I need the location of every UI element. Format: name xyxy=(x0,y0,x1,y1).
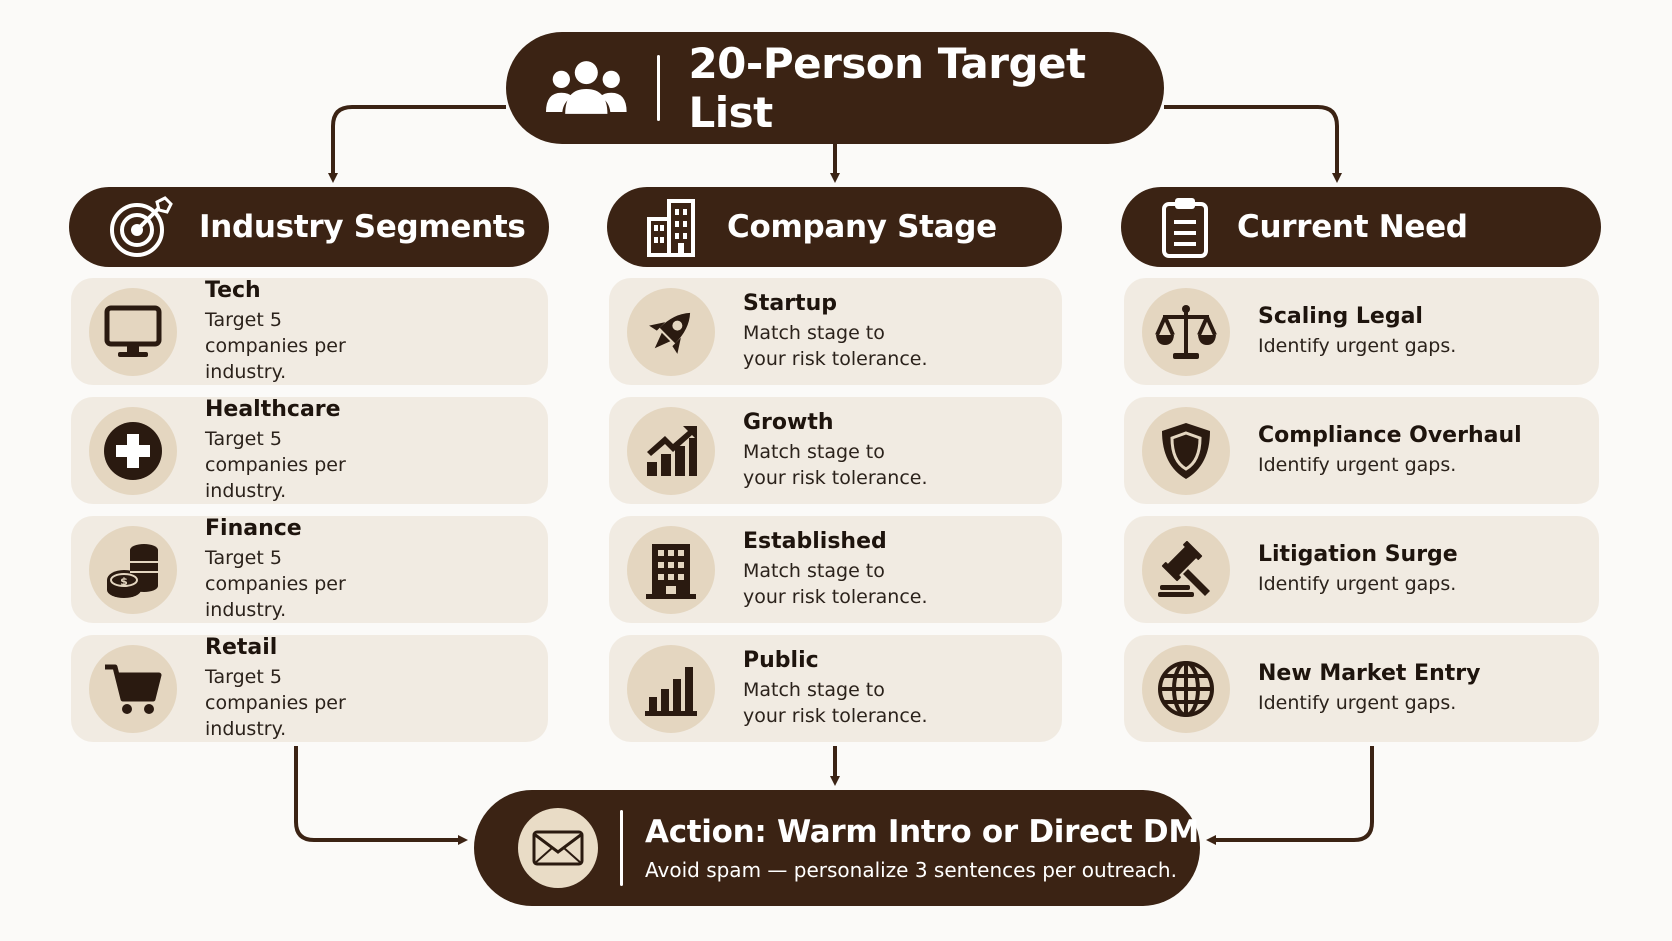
icon-badge xyxy=(89,644,177,733)
monitor-icon xyxy=(104,305,162,357)
bar-chart-icon xyxy=(645,666,697,716)
icon-badge xyxy=(89,287,177,376)
card-title: Startup xyxy=(743,291,837,316)
arrow-from-industry xyxy=(294,746,468,845)
icon-badge xyxy=(1142,406,1230,495)
shopping-cart-icon xyxy=(105,664,162,714)
card-description: Identify urgent gaps. xyxy=(1258,454,1457,476)
card-established: Established Match stage to your risk tol… xyxy=(609,516,1062,623)
card-title: Established xyxy=(743,529,887,554)
globe-icon xyxy=(1158,660,1214,717)
card-startup: Startup Match stage to your risk toleran… xyxy=(609,278,1062,385)
card-title: Scaling Legal xyxy=(1258,304,1423,329)
card-growth: Growth Match stage to your risk toleranc… xyxy=(609,397,1062,504)
action-subtitle: Avoid spam — personalize 3 sentences per… xyxy=(645,858,1177,882)
card-scaling-legal: Scaling Legal Identify urgent gaps. xyxy=(1124,278,1599,385)
card-title: Compliance Overhaul xyxy=(1258,423,1522,448)
people-icon xyxy=(546,61,627,114)
card-title: Growth xyxy=(743,410,834,435)
column-header-industry: Industry Segments xyxy=(69,187,549,267)
card-retail: Retail Target 5 companies per industry. xyxy=(71,635,548,742)
card-title: Tech xyxy=(205,278,261,303)
card-title: Litigation Surge xyxy=(1258,542,1458,567)
card-title: New Market Entry xyxy=(1258,661,1481,686)
card-description: Match stage to your risk tolerance. xyxy=(743,560,928,608)
card-finance: $ Finance Target 5 companies per industr… xyxy=(71,516,548,623)
arrow-from-need xyxy=(1206,746,1374,845)
card-description: Identify urgent gaps. xyxy=(1258,692,1457,714)
card-tech: Tech Target 5 companies per industry. xyxy=(71,278,548,385)
card-description: Identify urgent gaps. xyxy=(1258,335,1457,357)
action-title: Action: Warm Intro or Direct DM xyxy=(645,814,1199,850)
card-new-market-entry: New Market Entry Identify urgent gaps. xyxy=(1124,635,1599,742)
card-title: Public xyxy=(743,648,819,673)
scales-icon xyxy=(1155,304,1217,359)
column-header-stage: Company Stage xyxy=(607,187,1062,267)
card-description: Target 5 companies per industry. xyxy=(205,666,346,740)
icon-badge xyxy=(1142,644,1230,733)
column-title: Current Need xyxy=(1237,209,1468,245)
envelope-icon xyxy=(532,830,584,866)
envelope-badge xyxy=(518,808,598,888)
svg-text:$: $ xyxy=(120,575,128,588)
header-divider xyxy=(656,55,661,121)
page-title: 20-Person Target List xyxy=(688,39,1086,137)
clipboard-icon xyxy=(1162,198,1208,258)
card-healthcare: Healthcare Target 5 companies per indust… xyxy=(71,397,548,504)
buildings-icon xyxy=(647,199,695,257)
card-public: Public Match stage to your risk toleranc… xyxy=(609,635,1062,742)
column-header-need: Current Need xyxy=(1121,187,1601,267)
card-compliance-overhaul: Compliance Overhaul Identify urgent gaps… xyxy=(1124,397,1599,504)
shield-icon xyxy=(1162,422,1210,479)
icon-badge xyxy=(89,406,177,495)
growth-chart-icon xyxy=(647,425,697,476)
icon-badge xyxy=(627,525,715,614)
icon-badge xyxy=(1142,525,1230,614)
gavel-icon xyxy=(1158,540,1210,597)
card-description: Target 5 companies per industry. xyxy=(205,547,346,621)
arrow-to-need xyxy=(1164,105,1342,183)
column-title: Company Stage xyxy=(727,209,997,245)
header-pill: 20-Person Target List xyxy=(506,32,1164,144)
medical-cross-icon xyxy=(104,421,162,480)
arrow-to-industry xyxy=(328,105,506,183)
card-description: Target 5 companies per industry. xyxy=(205,309,346,383)
card-description: Target 5 companies per industry. xyxy=(205,428,346,502)
column-title: Industry Segments xyxy=(199,209,526,245)
office-building-icon xyxy=(646,543,696,599)
rocket-icon xyxy=(649,312,691,354)
coins-icon: $ xyxy=(107,543,158,598)
card-description: Match stage to your risk tolerance. xyxy=(743,322,928,370)
icon-badge: $ xyxy=(89,525,177,614)
icon-badge xyxy=(627,287,715,376)
target-icon xyxy=(110,196,173,257)
action-pill: Action: Warm Intro or Direct DM Avoid sp… xyxy=(474,790,1200,906)
card-title: Healthcare xyxy=(205,397,341,422)
icon-badge xyxy=(627,406,715,495)
card-description: Match stage to your risk tolerance. xyxy=(743,441,928,489)
card-description: Match stage to your risk tolerance. xyxy=(743,679,928,727)
card-litigation-surge: Litigation Surge Identify urgent gaps. xyxy=(1124,516,1599,623)
card-title: Retail xyxy=(205,635,278,660)
icon-badge xyxy=(1142,287,1230,376)
icon-badge xyxy=(627,644,715,733)
card-title: Finance xyxy=(205,516,302,541)
action-divider xyxy=(620,810,623,886)
card-description: Identify urgent gaps. xyxy=(1258,573,1457,595)
